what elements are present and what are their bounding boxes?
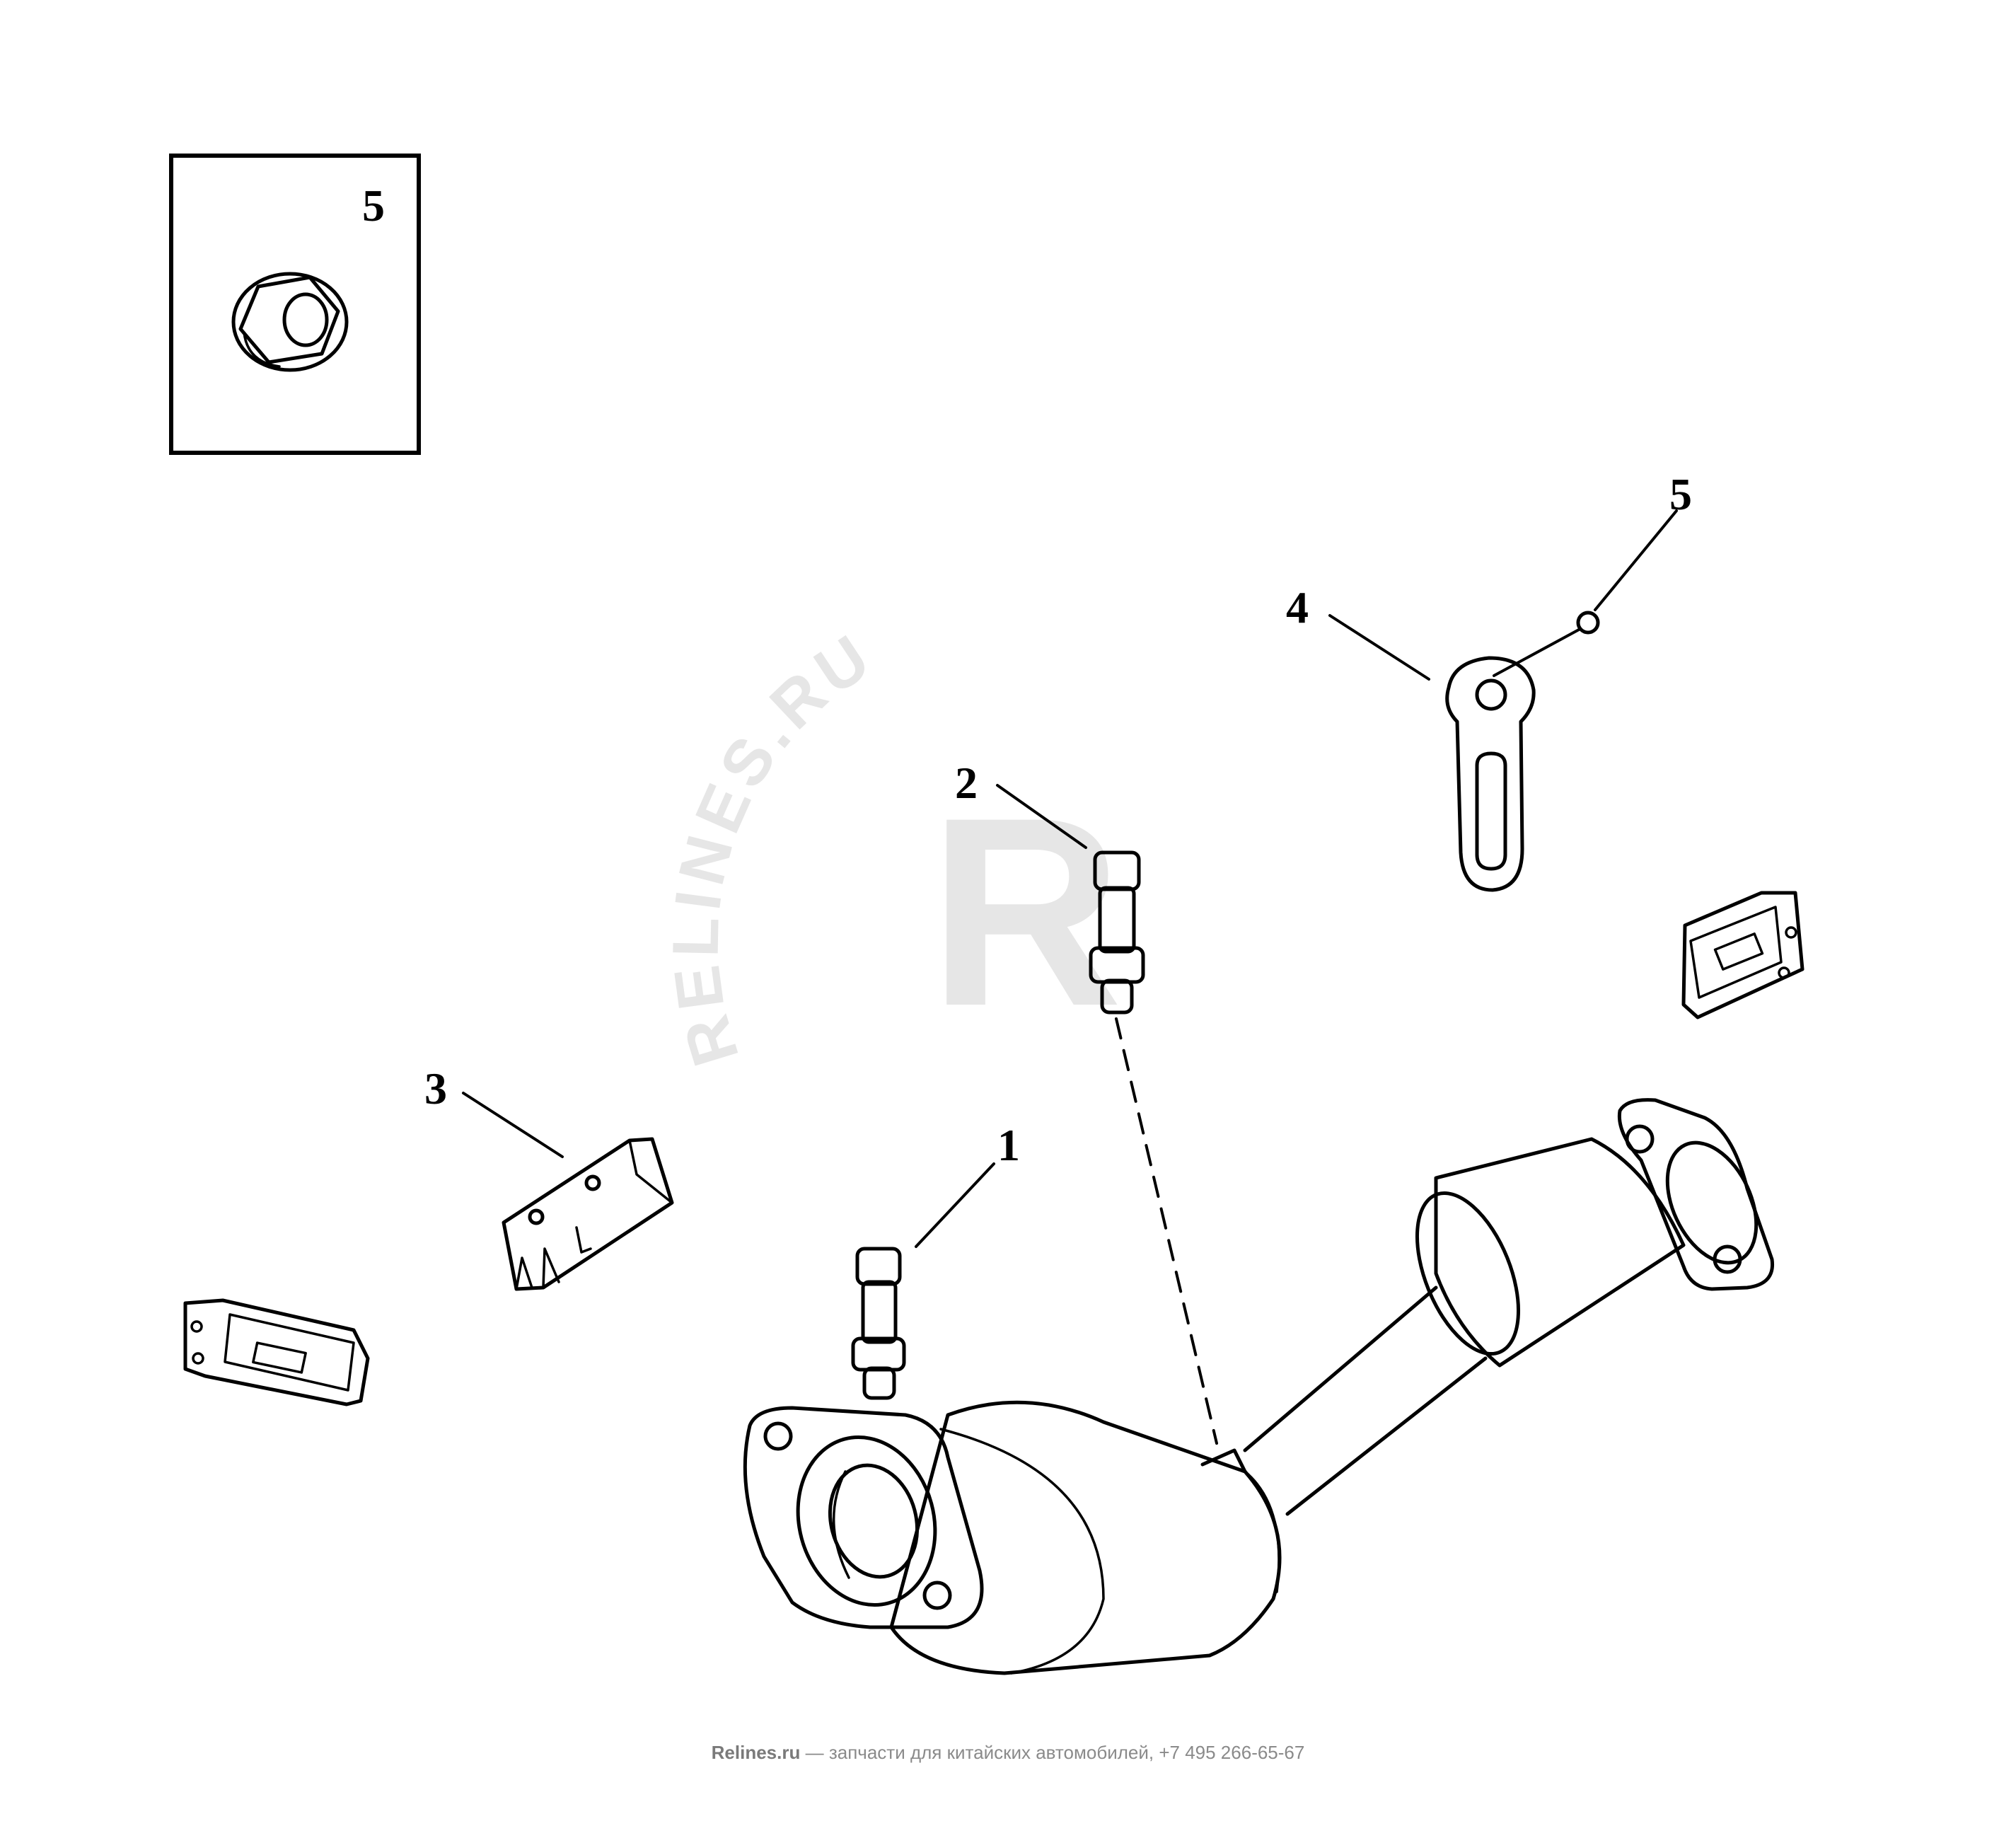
bracket-part-3 [502,1137,674,1291]
inset-nut-detail: 5 [169,154,421,455]
svg-text:2: 2 [955,758,978,808]
callout-1: 1 [915,1120,1020,1248]
footer-brand[interactable]: Relines.ru [711,1742,801,1763]
watermark-text: RELINES.RU [659,619,886,1074]
callout-5: 5 [1493,469,1692,677]
oxygen-sensor-part-2 [1089,808,1804,1445]
inset-callout-5: 5 [362,180,385,231]
oxygen-sensor-part-1 [183,1208,906,1406]
footer: Relines.ru — запчасти для китайских авто… [0,1742,2016,1764]
nut-part-5 [1576,611,1600,635]
nut-icon [231,272,349,372]
svg-text:5: 5 [1669,469,1692,519]
watermark-logo: R [929,761,1123,1062]
svg-text:1: 1 [997,1120,1020,1170]
callout-4: 4 [1286,582,1430,681]
watermark: R RELINES.RU [659,619,1123,1074]
callout-3: 3 [424,1063,564,1158]
footer-text: — запчасти для китайских автомобилей, +7… [800,1742,1305,1763]
callout-2: 2 [955,758,1087,849]
catalytic-converter [743,1098,1775,1675]
bracket-part-4 [1445,656,1536,892]
svg-text:3: 3 [424,1063,447,1114]
svg-text:4: 4 [1286,582,1309,632]
